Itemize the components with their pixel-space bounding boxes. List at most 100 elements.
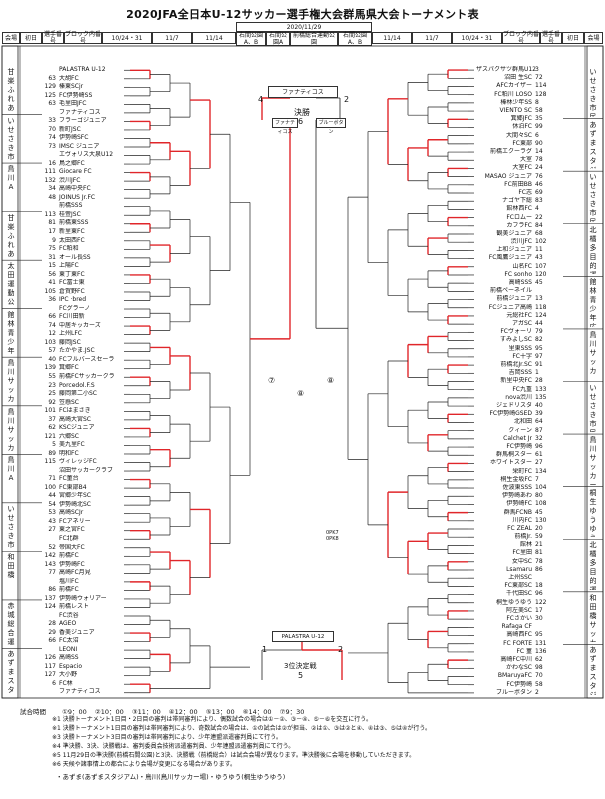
team-number: 136 (535, 647, 547, 655)
team-name: FC林 (59, 679, 73, 687)
team-name: ファナティコス (59, 688, 101, 696)
team-number: 130 (535, 516, 547, 524)
team-name: 前橋Jr. (514, 533, 532, 541)
header-center-venue-3: 前橋総合運動公園 (290, 32, 338, 46)
team-number: 137 (44, 594, 56, 602)
team-name: ホワイトスター (489, 459, 532, 467)
team-number: 81 (535, 549, 543, 557)
team-name: 前橋レスト (59, 603, 90, 611)
venue-label: 北橘多目的運動場 (589, 225, 597, 275)
venue-label: 鳥川サッカー場 (7, 407, 15, 452)
team-name: 伊勢崎北SC (59, 500, 91, 508)
team-number: 63 (48, 74, 56, 82)
team-name: Espacio (59, 662, 83, 670)
team-number: 122 (535, 598, 547, 606)
team-number: 63 (48, 100, 56, 108)
team-name: ヴィレッジFC (59, 458, 97, 466)
team-name: 前橋SSS (59, 202, 83, 210)
team-name: 新町JSC (59, 125, 81, 133)
team-number: 84 (535, 221, 543, 229)
team-number: 7 (535, 475, 539, 483)
team-name: 栄町FC (512, 467, 532, 475)
team-name: 千代田SC (506, 590, 532, 598)
team-name: 伊勢崎ウォリアー (59, 594, 107, 602)
team-number: 35 (535, 115, 543, 123)
team-number: 96 (535, 590, 543, 598)
team-number: 32 (535, 434, 543, 442)
team-name: エヴォリス大泉U12 (59, 151, 114, 159)
team-number: 55 (48, 372, 56, 380)
team-number: 52 (48, 543, 56, 551)
time-slot-6: ⑥14：00 (242, 708, 272, 716)
team-number: 41 (48, 279, 56, 287)
team-number: 70 (48, 125, 56, 133)
team-name: BMaruyaFC (497, 672, 532, 680)
team-number: 69 (535, 188, 543, 196)
team-name: FC富士東 (59, 279, 85, 287)
team-name: FC sonho (504, 270, 532, 278)
team-number: 54 (48, 500, 56, 508)
team-row: FCグラーノ (42, 305, 115, 313)
time-slot-3: ③11：00 (131, 708, 161, 716)
team-number: 86 (48, 586, 56, 594)
team-row: Rafaga CF (476, 623, 549, 631)
team-name: nova渋川 (505, 393, 532, 401)
team-name: 笠懸SC (59, 398, 79, 406)
final-team-left: ファナティコス (272, 118, 298, 135)
team-name: すみよしSC (500, 336, 532, 344)
team-name: FC志 (518, 188, 532, 196)
team-row: 前橋ペーネイル (476, 287, 549, 295)
venue-label: 和田橋サッカー場 (589, 593, 597, 643)
team-number: 139 (44, 364, 56, 372)
team-number: 30 (535, 615, 543, 623)
team-number: 61 (535, 451, 543, 459)
team-name: FCヴォーリ (500, 328, 532, 336)
team-name: 榛林少年SS (500, 98, 532, 106)
team-number: 6 (535, 131, 539, 139)
team-name: オール長SS (59, 253, 91, 261)
team-row: 前橋Jr.59 (476, 533, 549, 541)
team-name: 高崎SS (59, 654, 79, 662)
team-number: 29 (48, 628, 56, 636)
team-name: IMSC ジュニア (59, 142, 100, 150)
team-name: ザスパクサツ群馬U12 (476, 66, 536, 73)
final-circle-number: 6 (298, 117, 304, 126)
team-number: 16 (48, 159, 56, 167)
team-name: 阿左美SC (506, 606, 532, 614)
team-name: 東丁東FC (59, 270, 85, 278)
team-number: 39 (535, 410, 543, 418)
team-name: LEONI (59, 645, 78, 653)
team-name: 帝国大FC (59, 543, 85, 551)
team-name: 前橋東SSS (59, 219, 89, 227)
team-number: 115 (44, 458, 56, 466)
center-match-number: ⑧ (297, 389, 305, 398)
venue-label: 館林青少年広場 (589, 278, 597, 327)
team-number: 34 (48, 185, 56, 193)
team-name: FC前田BB (504, 180, 532, 188)
